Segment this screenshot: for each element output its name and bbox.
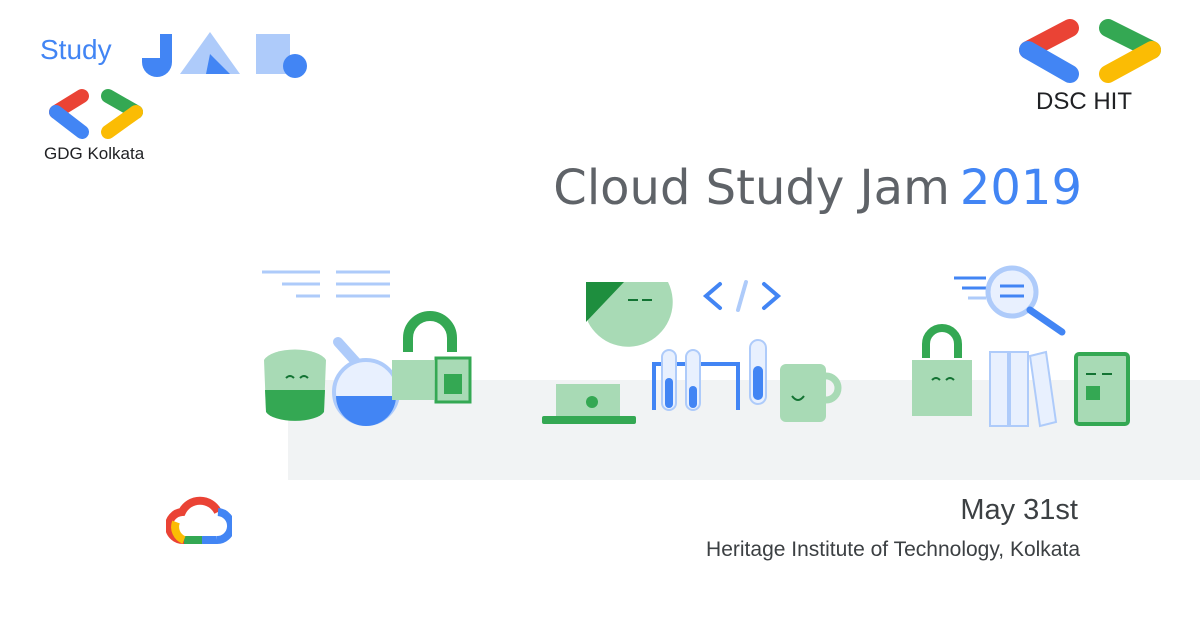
- books-icon: [989, 350, 1058, 428]
- gdg-label: GDG Kolkata: [44, 144, 145, 163]
- dsc-label: DSC HIT: [1036, 88, 1132, 115]
- illustration-lab-left: [262, 270, 472, 426]
- illustration-lab-center: [542, 280, 842, 424]
- magnifier-icon: [954, 265, 1066, 336]
- title-text: Cloud Study Jam: [553, 160, 950, 216]
- google-cloud-icon: [166, 496, 232, 545]
- chat-bubble-icon: [586, 282, 673, 347]
- dsc-chevrons-icon: [1019, 19, 1161, 83]
- flask-icon: [332, 337, 400, 426]
- study-label: Study: [40, 34, 112, 65]
- event-venue: Heritage Institute of Technology, Kolkat…: [706, 538, 1080, 561]
- tablet-icon: [1074, 352, 1130, 426]
- lock-icon-right: [912, 324, 972, 416]
- mug-icon: [780, 364, 842, 422]
- text-lines-icon: [262, 270, 390, 298]
- code-brackets-icon: [702, 280, 782, 312]
- event-date: May 31st: [960, 494, 1078, 526]
- study-jam-logo-icon: [142, 32, 307, 78]
- smart-speaker-icon: [264, 349, 326, 421]
- test-tube-rack-icon: [652, 339, 767, 411]
- gdg-chevrons-icon: [49, 89, 143, 139]
- illustration-lab-right: [912, 265, 1130, 428]
- title-year: 2019: [959, 160, 1082, 216]
- lock-icon: [392, 311, 472, 404]
- laptop-icon: [542, 384, 636, 424]
